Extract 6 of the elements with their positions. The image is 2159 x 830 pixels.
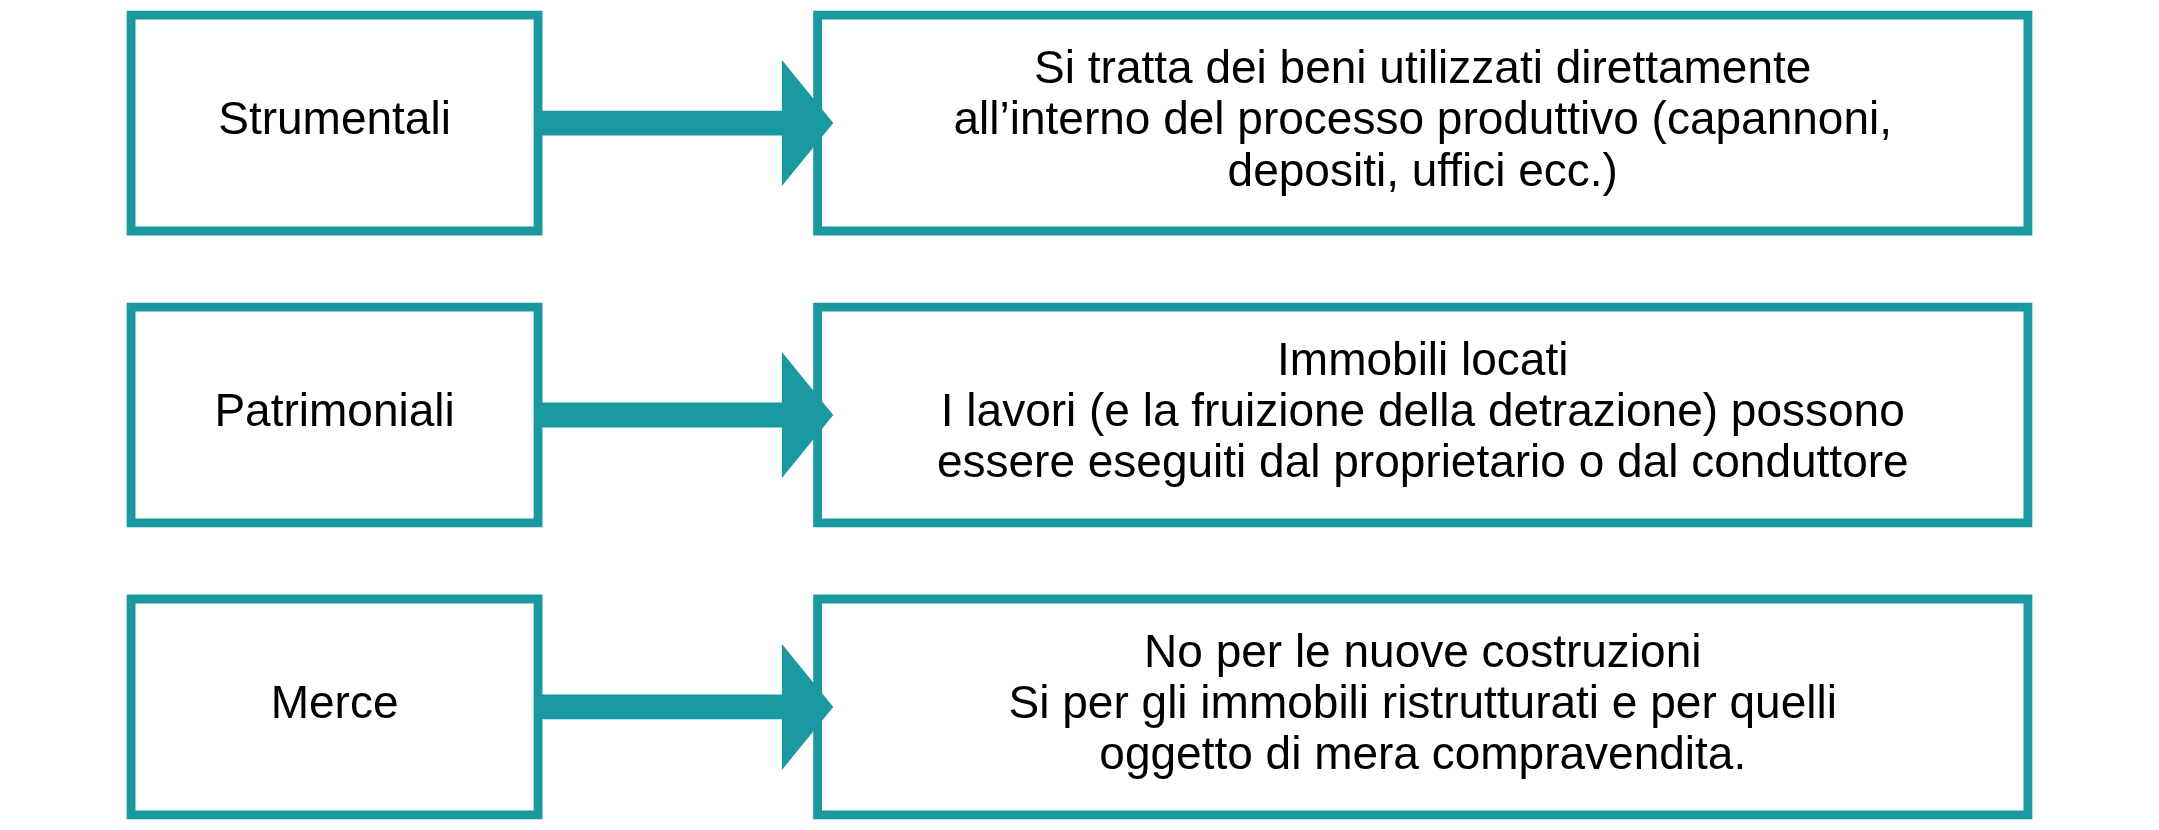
node-box: Si tratta dei beni utilizzati direttamente all’interno del processo produttivo (capannoni, depositi, uffici ecc.) xyxy=(813,10,2033,236)
node-box: Immobili locati I lavori (e la fruizione della detrazione) possono essere eseguiti dal proprietario o dal conduttore xyxy=(813,302,2033,528)
node-box: No per le nuove costruzioni Si per gli immobili ristrutturati e per quelli oggetto di mera compravendita. xyxy=(813,594,2033,820)
node-box: Merce xyxy=(126,594,543,820)
node-box: Strumentali xyxy=(126,10,543,236)
node-box: Patrimoniali xyxy=(126,302,543,528)
